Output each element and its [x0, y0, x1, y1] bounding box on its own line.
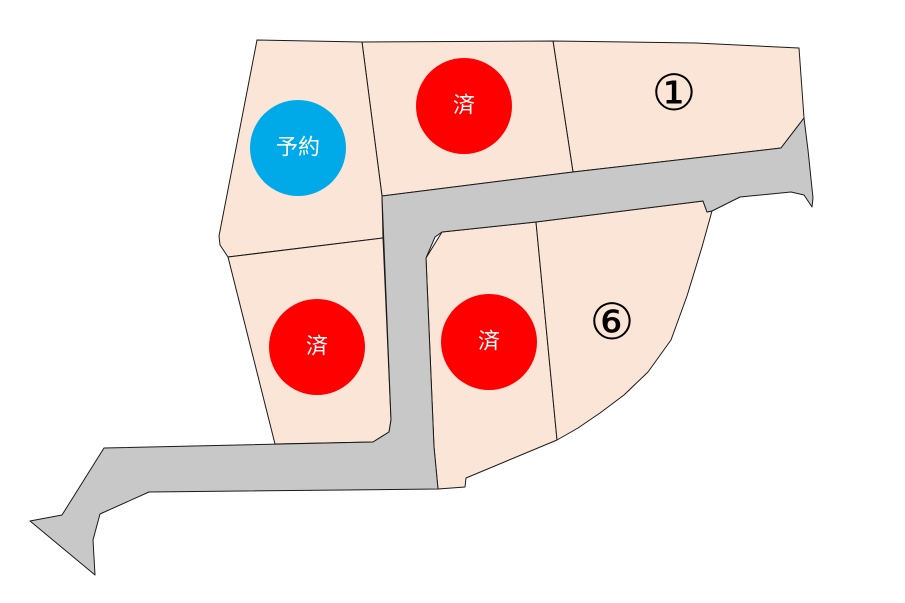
sold-badge-lot-5-label: 済 [478, 330, 500, 355]
lot-1-number: ① [652, 64, 697, 122]
reserved-badge-lot-3-label: 予約 [276, 136, 320, 161]
sold-badge-lot-2-label: 済 [453, 94, 475, 119]
reserved-badge-lot-3 [250, 100, 346, 196]
sold-badge-lot-2 [416, 58, 512, 154]
sold-badge-lot-4-label: 済 [306, 335, 328, 360]
sold-badge-lot-4 [269, 299, 365, 395]
sold-badge-lot-5 [441, 294, 537, 390]
private-road [29, 117, 814, 576]
lot-6-number: ⑥ [590, 293, 635, 351]
